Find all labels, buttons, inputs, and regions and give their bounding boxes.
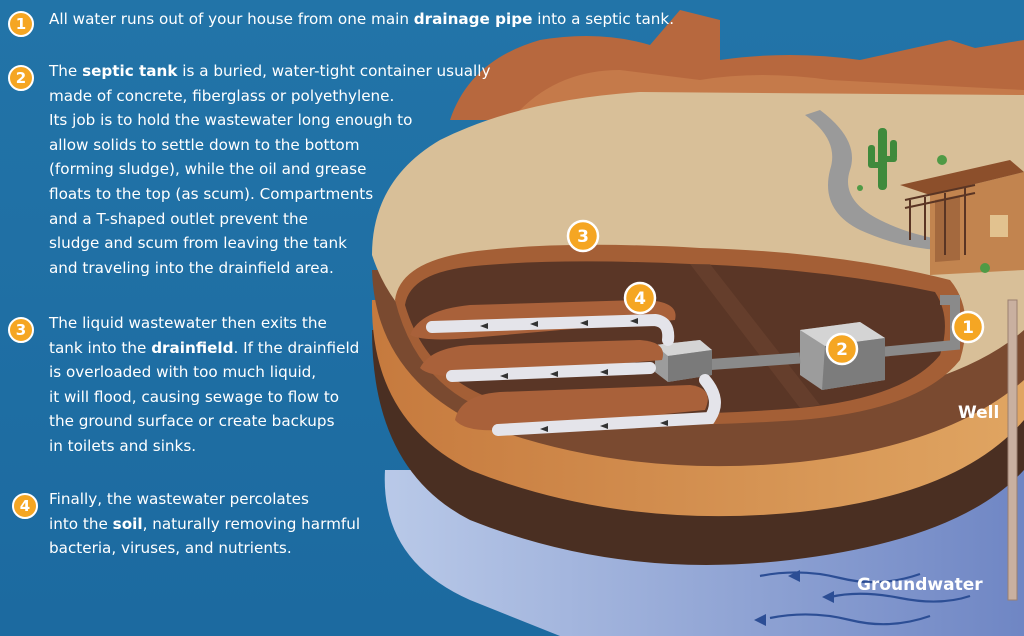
text-run: made of concrete, fiberglass or polyethy… <box>49 86 395 105</box>
svg-text:4: 4 <box>634 289 646 309</box>
perforated-pipes <box>426 313 721 436</box>
step-3-line: it will flood, causing sewage to flow to <box>49 385 359 410</box>
text-run: into the <box>49 514 113 533</box>
svg-text:3: 3 <box>577 227 589 247</box>
svg-text:2: 2 <box>836 340 848 360</box>
step-2-line: allow solids to settle down to the botto… <box>49 133 490 158</box>
step-2-badge: 2 <box>8 65 34 91</box>
step-2-line: sludge and scum from leaving the tank <box>49 231 490 256</box>
text-run: The <box>49 62 83 80</box>
emphasis-term: septic tank <box>82 62 178 80</box>
step-3-text: The liquid wastewater then exits the tank… <box>49 311 359 459</box>
step-4-text: Finally, the wastewater percolates into t… <box>49 487 360 561</box>
step-4-line: bacteria, viruses, and nutrients. <box>49 536 360 561</box>
diagram-badge-2: 2 <box>825 332 859 366</box>
step-1-line: All water runs out of your house from on… <box>49 7 674 32</box>
text-run: tank into the <box>49 338 152 357</box>
step-3-line: in toilets and sinks. <box>49 434 359 459</box>
text-run: Finally, the wastewater percolates <box>49 490 309 508</box>
step-1-badge: 1 <box>8 11 34 37</box>
groundwater-label: Groundwater <box>857 575 983 595</box>
step-4-badge: 4 <box>12 493 38 519</box>
step-2-line: made of concrete, fiberglass or polyethy… <box>49 84 490 109</box>
cactus <box>868 128 897 190</box>
text-run: is a buried, water-tight container usual… <box>177 62 491 80</box>
groundwater-flow-arrows <box>759 571 971 626</box>
driveway <box>805 110 945 250</box>
step-3-line: the ground surface or create backups <box>49 409 359 434</box>
step-2-line: (forming sludge), while the oil and grea… <box>49 157 490 182</box>
text-run: sludge and scum from leaving the tank <box>49 234 347 253</box>
emphasis-term: soil <box>112 514 143 533</box>
text-run: , naturally removing harmful <box>142 514 361 533</box>
step-2-line: and traveling into the drainfield area. <box>49 256 490 281</box>
step-4-line: Finally, the wastewater percolates <box>49 487 360 512</box>
step-2-line: and a T-shaped outlet prevent the <box>49 207 490 232</box>
text-run: floats to the top (as scum). Compartment… <box>49 184 374 203</box>
step-2-line: floats to the top (as scum). Compartment… <box>49 182 490 207</box>
emphasis-term: drainfield <box>151 338 234 357</box>
text-run: Its job is to hold the wastewater long e… <box>49 111 413 130</box>
well-casing <box>1007 299 1018 601</box>
text-run: and traveling into the drainfield area. <box>49 258 334 277</box>
diagram-badge-1: 1 <box>951 310 985 344</box>
step-2-line: The septic tank is a buried, water-tight… <box>49 59 490 84</box>
text-run: The liquid wastewater then exits the <box>49 314 327 332</box>
text-run: (forming sludge), while the oil and grea… <box>49 160 367 179</box>
step-3-badge: 3 <box>8 317 34 343</box>
text-run: . If the drainfield <box>233 338 360 357</box>
text-run: allow solids to settle down to the botto… <box>49 135 360 154</box>
svg-text:1: 1 <box>962 318 974 338</box>
step-3-line: is overloaded with too much liquid, <box>49 360 359 385</box>
house <box>900 160 1024 275</box>
text-run: and a T-shaped outlet prevent the <box>49 209 308 228</box>
diagram-badge-4: 4 <box>623 281 657 315</box>
text-run: in toilets and sinks. <box>49 436 197 455</box>
text-run: the ground surface or create backups <box>49 412 335 431</box>
emphasis-term: drainage pipe <box>413 10 533 28</box>
text-run: bacteria, viruses, and nutrients. <box>49 539 292 558</box>
text-run: All water runs out of your house from on… <box>49 10 414 28</box>
step-2-line: Its job is to hold the wastewater long e… <box>49 108 490 133</box>
text-run: is overloaded with too much liquid, <box>49 363 317 382</box>
flow-markers <box>480 318 668 432</box>
well-label: Well <box>958 403 999 423</box>
step-2-text: The septic tank is a buried, water-tight… <box>49 59 490 280</box>
diagram-badge-3: 3 <box>566 219 600 253</box>
text-run: it will flood, causing sewage to flow to <box>49 387 340 406</box>
step-3-line: tank into the drainfield. If the drainfi… <box>49 336 359 361</box>
step-1-text: All water runs out of your house from on… <box>49 7 674 32</box>
step-4-line: into the soil, naturally removing harmfu… <box>49 512 360 537</box>
distribution-box <box>655 340 712 382</box>
step-3-line: The liquid wastewater then exits the <box>49 311 359 336</box>
text-run: into a septic tank. <box>532 10 675 28</box>
